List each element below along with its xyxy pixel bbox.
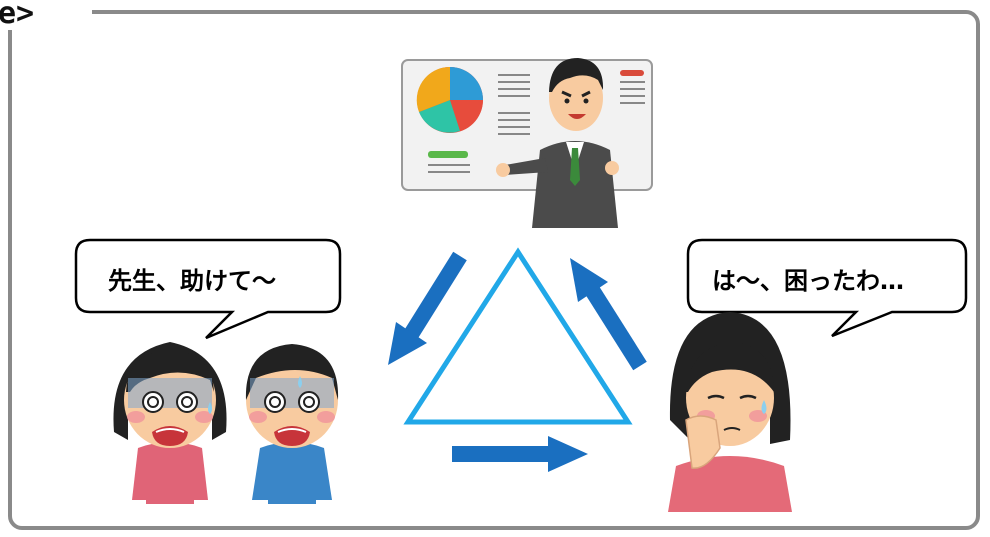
arrow-parent-to-teacher bbox=[570, 258, 647, 371]
crying-boy-icon bbox=[245, 344, 339, 504]
arrow-students-to-parent bbox=[452, 436, 588, 472]
triangle-shape bbox=[403, 247, 633, 425]
pie-chart-icon bbox=[416, 66, 483, 133]
title-gap: e> bbox=[0, 0, 92, 31]
diagram-frame bbox=[8, 10, 980, 530]
worried-mother-icon bbox=[668, 312, 792, 512]
teacher-presenting-icon bbox=[401, 58, 653, 228]
speech-bubble-students bbox=[74, 238, 342, 340]
crying-girl-icon bbox=[113, 342, 227, 504]
speech-text-parent: は～、困ったわ… bbox=[712, 267, 904, 295]
frame-title: e> bbox=[0, 0, 35, 31]
arrow-teacher-to-students bbox=[388, 251, 467, 365]
speech-text-students: 先生、助けて～ bbox=[108, 267, 276, 295]
speech-bubble-parent bbox=[686, 238, 968, 338]
